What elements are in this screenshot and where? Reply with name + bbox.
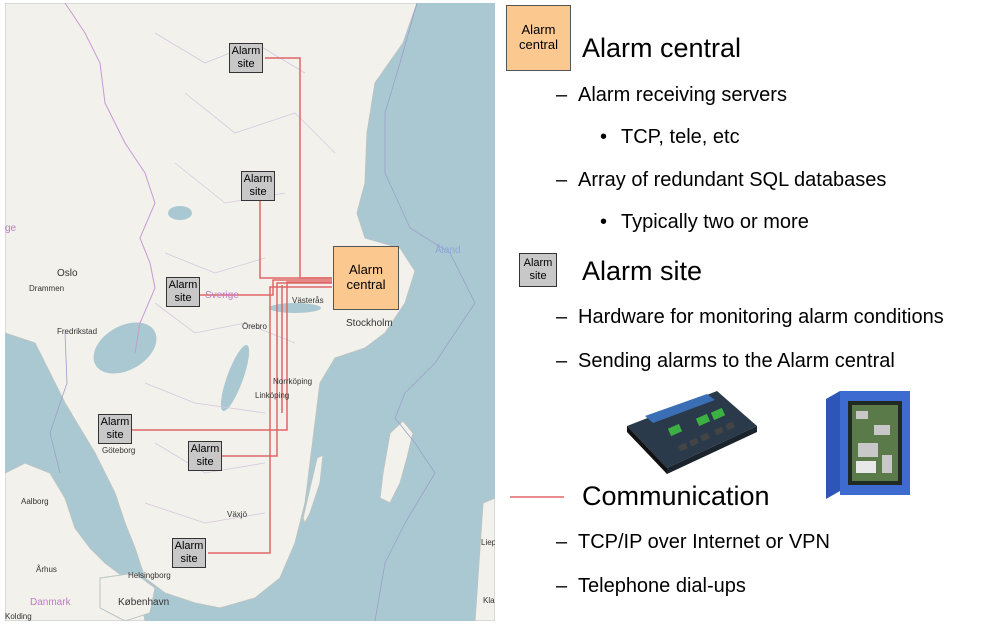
- map-label-linkoping: Linköping: [255, 391, 290, 400]
- legend-site-icon-line1: Alarm: [523, 257, 553, 270]
- legend-dot: •: [600, 211, 608, 233]
- alarm-site-label-line1: Alarm: [100, 416, 130, 429]
- legend-site-item: Hardware for monitoring alarm conditions: [578, 306, 944, 328]
- link-site-2: [259, 198, 332, 279]
- alarm-site-box[interactable]: Alarm site: [241, 171, 275, 201]
- network-device-image: [627, 391, 757, 474]
- map-label-vasteras: Västerås: [292, 296, 324, 305]
- alarm-site-label-line2: site: [106, 429, 124, 441]
- map-label-liepaja: Liepa: [481, 538, 495, 547]
- map-label-arhus: Århus: [36, 565, 57, 574]
- map-label-klaipeda: Klai: [483, 596, 495, 605]
- border-norway-sweden: [64, 3, 156, 354]
- legend-central-heading: Alarm central: [582, 33, 742, 63]
- alarm-site-label-line1: Alarm: [174, 540, 204, 553]
- alarm-site-box[interactable]: Alarm site: [188, 441, 222, 471]
- legend-dash: –: [556, 169, 568, 191]
- legend-central-icon-line1: Alarm: [521, 22, 556, 38]
- map-label-aland: Åland: [435, 245, 461, 256]
- baltic-coast-land: [474, 497, 495, 621]
- alarm-site-label-line2: site: [249, 186, 267, 198]
- legend-central-icon: Alarm central: [506, 5, 571, 71]
- lake-vanern: [93, 322, 157, 374]
- map-label-helsingborg: Helsingborg: [128, 571, 171, 580]
- map: Oslo Drammen Fredrikstad Sverige Västerå…: [5, 3, 495, 621]
- zealand-land: [99, 572, 156, 621]
- gotland-island: [379, 420, 414, 504]
- map-label-orebro: Örebro: [242, 322, 267, 331]
- oland-island: [302, 454, 324, 525]
- map-label-kobenhavn: København: [118, 597, 170, 608]
- alarm-central-label-line2: central: [346, 277, 386, 292]
- legend-dash: –: [556, 84, 568, 106]
- scandinavia-land: [5, 3, 418, 609]
- legend-central-icon-line2: central: [518, 37, 559, 52]
- border-maritime-east: [384, 3, 476, 419]
- alarm-central-box[interactable]: Alarm central: [333, 246, 399, 310]
- alarm-site-label-line1: Alarm: [231, 45, 261, 58]
- legend-site-heading: Alarm site: [582, 256, 703, 286]
- legend-communication-heading: Communication: [582, 481, 770, 511]
- alarm-site-label-line2: site: [196, 456, 214, 468]
- legend-central-item: TCP, tele, etc: [621, 126, 740, 148]
- map-label-sverige: Sverige: [205, 290, 239, 301]
- legend-central-item: Array of redundant SQL databases: [578, 169, 887, 191]
- map-label-norrkoping: Norrköping: [273, 377, 313, 386]
- alarm-site-box[interactable]: Alarm site: [172, 538, 206, 568]
- alarm-site-label-line2: site: [180, 553, 198, 565]
- legend-dash: –: [556, 350, 568, 372]
- alarm-site-label-line1: Alarm: [168, 279, 198, 292]
- map-label-kolding: Kolding: [5, 612, 32, 621]
- alarm-site-box[interactable]: Alarm site: [98, 414, 132, 444]
- legend-central-item: Typically two or more: [621, 211, 809, 233]
- lake-siljan: [168, 206, 192, 220]
- map-label-norge: ge: [5, 223, 17, 234]
- communication-lines: [132, 57, 332, 554]
- alarm-central-label-line1: Alarm: [349, 262, 383, 278]
- legend-communication-item: Telephone dial-ups: [578, 575, 746, 597]
- alarm-site-label-line1: Alarm: [243, 173, 273, 186]
- map-label-goteborg: Göteborg: [102, 446, 136, 455]
- legend-communication-line: [510, 496, 564, 498]
- alarm-site-label-line1: Alarm: [190, 443, 220, 456]
- legend-dash: –: [556, 306, 568, 328]
- lake-vattern: [220, 344, 250, 412]
- map-label-vaxjo: Växjö: [227, 510, 248, 519]
- legend-dash: –: [556, 531, 568, 553]
- alarm-panel-image: [826, 391, 910, 499]
- map-label-danmark: Danmark: [30, 597, 71, 608]
- alarm-site-box[interactable]: Alarm site: [166, 277, 200, 307]
- link-site-6: [208, 286, 332, 554]
- legend-central-item: Alarm receiving servers: [578, 84, 787, 106]
- legend-dash: –: [556, 575, 568, 597]
- legend-dot: •: [600, 126, 608, 148]
- legend-site-item: Sending alarms to the Alarm central: [578, 350, 895, 372]
- map-label-oslo: Oslo: [57, 268, 78, 279]
- map-label-drammen: Drammen: [29, 284, 65, 293]
- map-svg: [5, 3, 495, 621]
- link-site-5: [222, 282, 332, 457]
- link-site-4: [132, 281, 332, 431]
- legend-communication-item: TCP/IP over Internet or VPN: [578, 531, 830, 553]
- map-label-fredrikstad: Fredrikstad: [57, 327, 98, 336]
- alarm-site-label-line2: site: [174, 292, 192, 304]
- border-maritime-west: [49, 332, 68, 474]
- map-label-aalborg: Aalborg: [21, 497, 49, 506]
- legend-site-icon-line2: site: [529, 270, 547, 282]
- alarm-site-label-line2: site: [237, 58, 255, 70]
- map-label-stockholm: Stockholm: [346, 318, 393, 329]
- border-maritime-south: [374, 417, 436, 621]
- legend-site-icon: Alarm site: [519, 253, 557, 287]
- alarm-site-box[interactable]: Alarm site: [229, 43, 263, 73]
